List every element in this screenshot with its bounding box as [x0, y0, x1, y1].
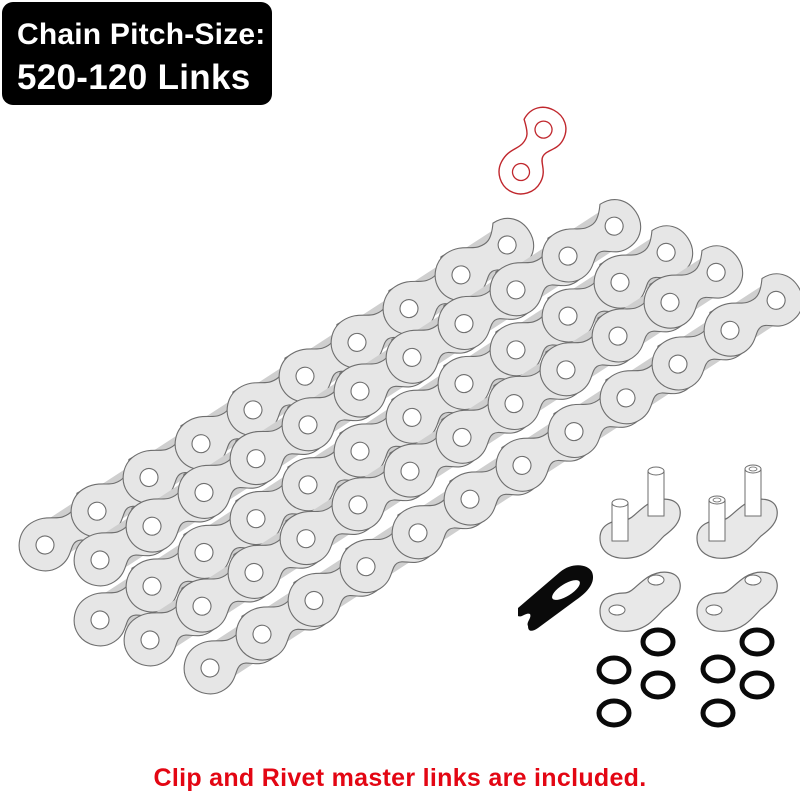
master-links-caption: Clip and Rivet master links are included… — [153, 764, 647, 792]
badge-size-value: 520-120 Links — [17, 58, 251, 97]
side-plate-2 — [696, 571, 778, 632]
o-ring — [640, 627, 676, 657]
chain-strands — [18, 199, 800, 695]
rivet-link-with-pins-2 — [696, 464, 778, 559]
chain-strand — [18, 217, 535, 572]
chain-strand — [183, 273, 800, 695]
o-ring — [700, 698, 736, 728]
o-ring — [700, 654, 736, 684]
master-link-kit — [518, 464, 778, 728]
o-ring — [739, 670, 775, 700]
chain-strand — [123, 245, 744, 667]
chain-strand — [73, 199, 642, 587]
badge-title: Chain Pitch-Size: — [17, 18, 266, 51]
rivet-link-with-pins-1 — [599, 466, 681, 559]
o-ring — [739, 627, 775, 657]
spring-clip — [518, 565, 594, 631]
side-plate-1 — [599, 571, 681, 632]
chain-size-badge: Chain Pitch-Size: 520-120 Links — [2, 2, 272, 105]
o-ring — [640, 670, 676, 700]
o-ring — [596, 655, 632, 685]
highlighted-master-link — [498, 106, 567, 195]
o-ring — [596, 698, 632, 728]
o-rings — [596, 627, 775, 728]
chain-strand — [73, 225, 694, 647]
